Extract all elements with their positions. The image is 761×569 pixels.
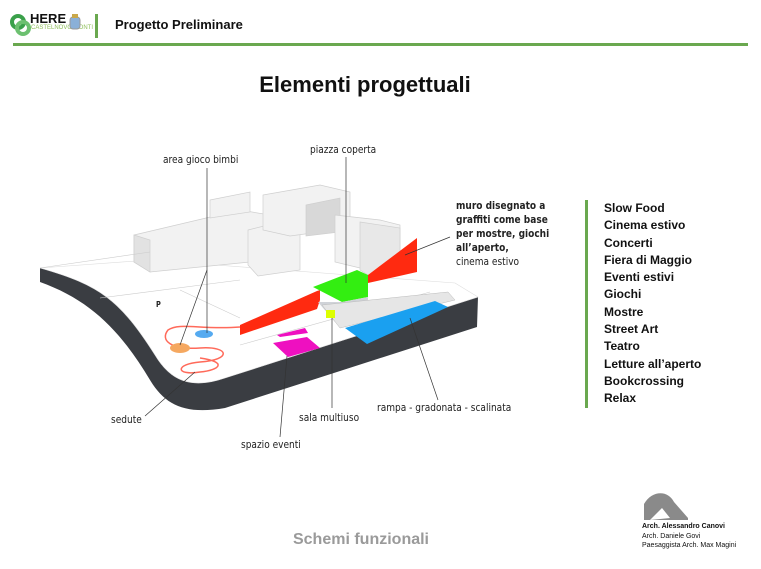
logo-subtitle: CASTELNOVO MONTI [31,25,94,31]
list-item: Eventi estivi [604,270,675,285]
play-area-blue [195,330,213,338]
multipurpose-room [326,310,335,318]
list-item: Relax [604,391,637,406]
logo-text: HERE [30,11,67,26]
ramp-area [345,301,448,344]
label-muro-5: cinema estivo [456,255,520,268]
list-item: Cinema estivo [604,218,686,233]
list-item: Mostre [604,304,644,319]
studio-logo-icon [644,493,688,520]
graffiti-wall-upper [368,238,417,283]
slide-title: Elementi progettuali [259,72,471,97]
seating-loops [164,325,241,374]
play-area-orange [170,343,190,353]
buildings [133,184,401,277]
label-sala-multiuso: sala multiuso [299,411,360,424]
list-item: Slow Food [604,201,665,215]
credit-3: Paesaggista Arch. Max Magini [642,542,737,549]
graffiti-wall [240,290,320,335]
list-item: Giochi [604,287,642,302]
label-sedute: sedute [111,413,142,426]
covered-square [313,270,368,302]
events-space [273,337,320,357]
label-muro-3: per mostre, giochi [456,227,550,240]
municipal-crest-icon [69,14,81,30]
ramp-structure [321,291,456,329]
list-item: Letture all’aperto [604,356,702,371]
header-title: Progetto Preliminare [115,17,243,32]
slide-footer: Schemi funzionali [292,531,429,548]
credit-2: Arch. Daniele Govi [642,533,701,540]
list-item: Street Art [604,322,659,337]
list-item: Fiera di Maggio [604,252,693,267]
here-logo-icon [10,14,31,36]
label-area-gioco-bimbi: area gioco bimbi [163,153,239,166]
events-space-small [277,328,308,337]
credit-1: Arch. Alessandro Canovi [642,523,725,530]
label-parking: P [156,300,161,309]
label-muro-2: graffiti come base [456,213,548,226]
label-piazza-coperta: piazza coperta [310,143,377,156]
label-rampa: rampa - gradonata - scalinata [377,401,512,414]
header-divider [95,14,98,38]
list-item: Teatro [604,339,640,354]
label-muro-1: muro disegnato a [456,199,546,212]
label-spazio-eventi: spazio eventi [241,438,301,451]
list-item: Bookcrossing [604,373,685,388]
activities-list: Slow Food Cinema estivo Concerti Fiera d… [585,200,701,408]
header-rule [13,43,748,46]
list-item: Concerti [604,235,653,250]
leader-lines [144,157,451,438]
label-muro-4: all’aperto, [456,241,509,254]
site-base-side [40,268,478,411]
